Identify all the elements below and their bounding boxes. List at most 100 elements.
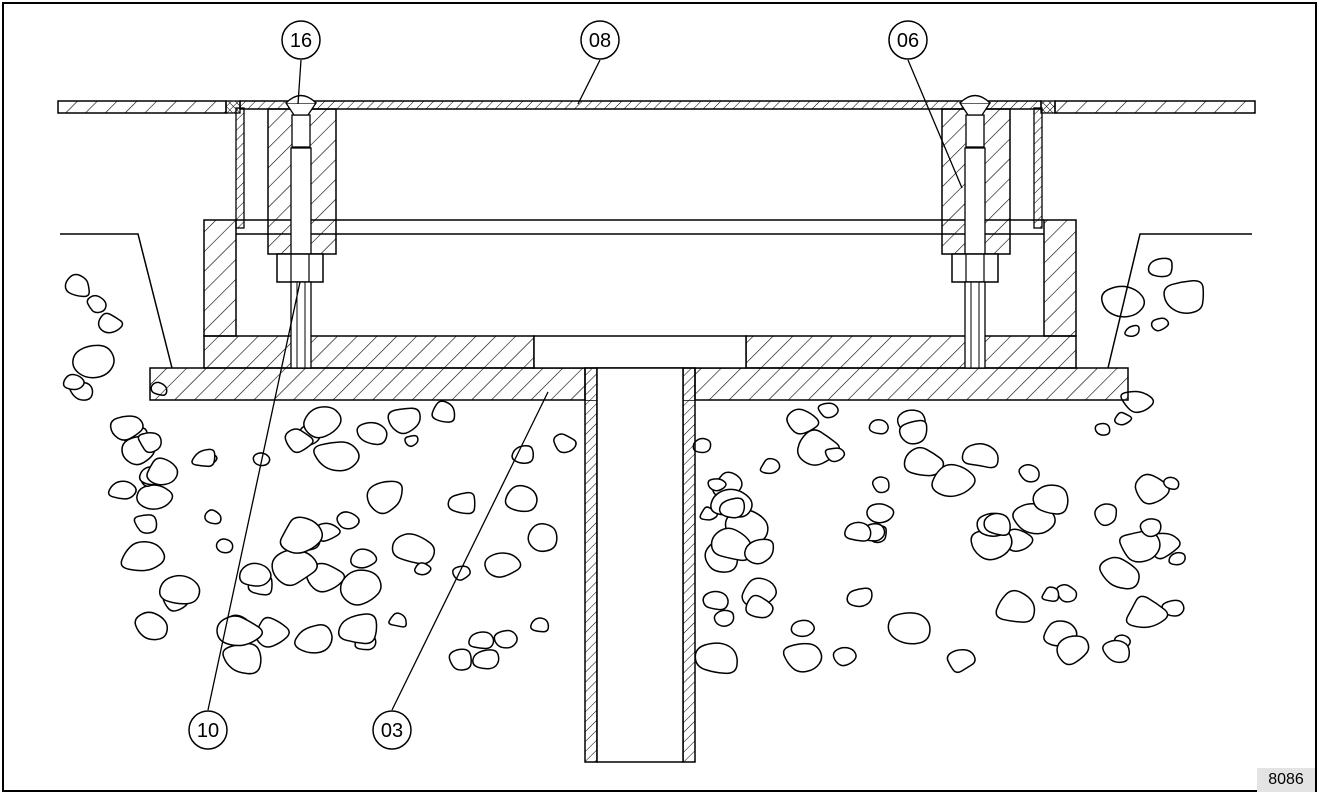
callout-label: 08 (589, 30, 611, 52)
floor-plate-right (1054, 100, 1256, 114)
aggregate-stone (1041, 586, 1060, 602)
aggregate-stone (447, 491, 476, 515)
callout-label: 06 (897, 30, 919, 52)
aggregate-stone (448, 648, 472, 671)
aggregate-stone (391, 533, 436, 565)
seal-right (1040, 100, 1056, 114)
aggregate-stone (339, 569, 382, 606)
aggregate-stone (1056, 635, 1090, 666)
aggregate-stone (284, 428, 314, 454)
aggregate-stone (493, 629, 518, 649)
aggregate-stone (1114, 411, 1133, 426)
aggregate-stone (983, 512, 1011, 536)
aggregate-stone (472, 649, 500, 670)
aggregate-stone (294, 624, 333, 654)
aggregate-stone (134, 611, 169, 641)
aggregate-stone (931, 463, 976, 498)
aggregate-stone (713, 609, 735, 627)
aggregate-stone (303, 406, 342, 439)
housing-bottom-right (745, 335, 1077, 369)
aggregate-stone (97, 312, 124, 334)
ground-lines (60, 233, 1252, 369)
aggregate-stone (215, 538, 234, 554)
aggregate-stone (511, 445, 535, 464)
callout-10: 10 (188, 710, 228, 750)
aggregate-stone (1120, 390, 1155, 414)
aggregate-stone (744, 538, 775, 565)
aggregate-stone (707, 478, 727, 492)
aggregate-stone (745, 594, 774, 619)
housing-wall-left (203, 219, 237, 337)
callout-03: 03 (372, 710, 412, 750)
aggregate-stone (553, 433, 577, 454)
aggregate-stone (191, 448, 216, 468)
aggregate-stone (86, 294, 107, 314)
aggregate-stone (718, 497, 746, 519)
aggregate-stone (137, 432, 162, 454)
aggregate-stone (790, 619, 815, 638)
housing-bottom-opening (533, 335, 747, 369)
aggregate-stone (413, 562, 432, 576)
aggregate-stone (107, 480, 137, 500)
aggregate-stone (782, 642, 823, 673)
figure-number: 8086 (1257, 768, 1315, 792)
callout-16: 16 (281, 20, 321, 60)
aggregate-stone (1101, 285, 1146, 318)
aggregate-stone (759, 457, 781, 475)
callout-label: 10 (197, 720, 219, 742)
aggregate-stone (1094, 422, 1111, 436)
aggregate-stone (64, 273, 90, 298)
aggregate-stone (1134, 473, 1170, 505)
seal-left (225, 100, 241, 114)
aggregate-stone (961, 443, 999, 469)
aggregate-stone (1163, 279, 1205, 314)
aggregate-stone (336, 511, 360, 530)
aggregate-stone (350, 548, 378, 569)
aggregate-stone (846, 587, 873, 608)
aggregate-stone (694, 642, 738, 675)
housing-wall-right (1043, 219, 1077, 337)
aggregate-stone (786, 408, 820, 435)
aggregate-stone (146, 457, 179, 486)
aggregate-stone (1099, 556, 1140, 590)
aggregate-stone (871, 476, 890, 494)
aggregate-stone (404, 434, 419, 448)
callout-06: 06 (888, 20, 928, 60)
aggregate-stone (817, 402, 839, 419)
aggregate-stone (431, 400, 456, 423)
callout-08: 08 (580, 20, 620, 60)
frame-wall-left (235, 107, 245, 229)
aggregate-stone (887, 612, 931, 645)
aggregate-stone (238, 562, 272, 587)
aggregate-stone (866, 503, 895, 524)
aggregate-stone (62, 373, 85, 391)
leveling-assembly-left (267, 94, 337, 369)
aggregate-stone (995, 589, 1036, 623)
aggregate-stone (109, 415, 144, 441)
aggregate-stone (946, 649, 976, 674)
aggregate-stone (504, 484, 538, 513)
aggregate-stone (133, 514, 158, 534)
aggregate-stone (387, 407, 421, 435)
aggregate-stone (868, 418, 889, 435)
leveling-assembly-right (941, 94, 1011, 369)
aggregate-stone (898, 419, 928, 445)
aggregate-stone (1124, 324, 1140, 338)
aggregate-stone (529, 617, 550, 633)
aggregate-stone (1018, 463, 1040, 483)
aggregate-stone (1150, 317, 1170, 332)
leader-lines (207, 59, 963, 711)
aggregate-stone (136, 484, 174, 510)
aggregate-stone (1147, 257, 1173, 278)
aggregate-stone (366, 480, 403, 515)
aggregate-stone (692, 437, 712, 454)
callout-label: 03 (381, 720, 403, 742)
aggregate-stone (1055, 583, 1078, 603)
cover-plate (239, 100, 1042, 110)
aggregate-stone (844, 521, 872, 542)
aggregate-stone (1032, 484, 1069, 515)
aggregate-stone (468, 631, 495, 650)
aggregate-stone (313, 441, 360, 472)
aggregate-stone (832, 646, 857, 667)
